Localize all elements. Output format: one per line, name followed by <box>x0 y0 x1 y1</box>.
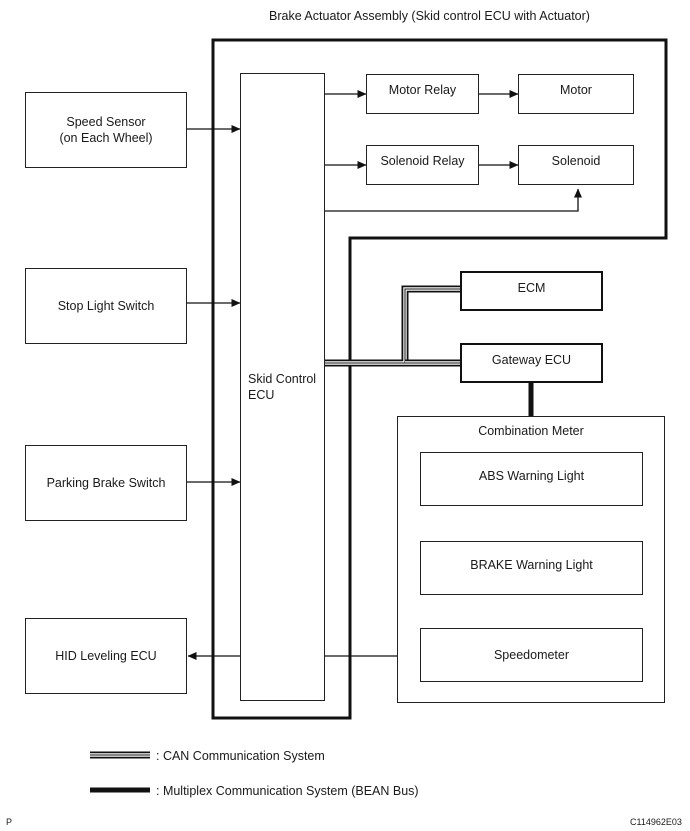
ecm-block: ECM <box>460 271 603 311</box>
skid-control-ecu-block: Skid Control ECU <box>240 73 325 701</box>
speedometer-block: Speedometer <box>420 628 643 682</box>
hid-leveling-ecu-block: HID Leveling ECU <box>25 618 187 694</box>
gateway-ecu-block: Gateway ECU <box>460 343 603 383</box>
brake-warning-light-block: BRAKE Warning Light <box>420 541 643 595</box>
abs-warning-light-block: ABS Warning Light <box>420 452 643 506</box>
actuator-assembly-outline <box>211 38 668 720</box>
figure-code: C114962E03 <box>630 817 682 827</box>
parking-brake-switch-block: Parking Brake Switch <box>25 445 187 521</box>
speed-sensor-block: Speed Sensor (on Each Wheel) <box>25 92 187 168</box>
motor-relay-block: Motor Relay <box>366 74 479 114</box>
page-mark: P <box>6 817 13 827</box>
can-bus <box>325 285 460 367</box>
solenoid-relay-block: Solenoid Relay <box>366 145 479 185</box>
solenoid-block: Solenoid <box>518 145 634 185</box>
assembly-title: Brake Actuator Assembly (Skid control EC… <box>269 9 590 23</box>
stop-light-switch-block: Stop Light Switch <box>25 268 187 344</box>
legend-can-label: : CAN Communication System <box>156 749 325 763</box>
motor-block: Motor <box>518 74 634 114</box>
legend-bean-label: : Multiplex Communication System (BEAN B… <box>156 784 419 798</box>
wire-ecu-solenoid <box>325 188 582 212</box>
